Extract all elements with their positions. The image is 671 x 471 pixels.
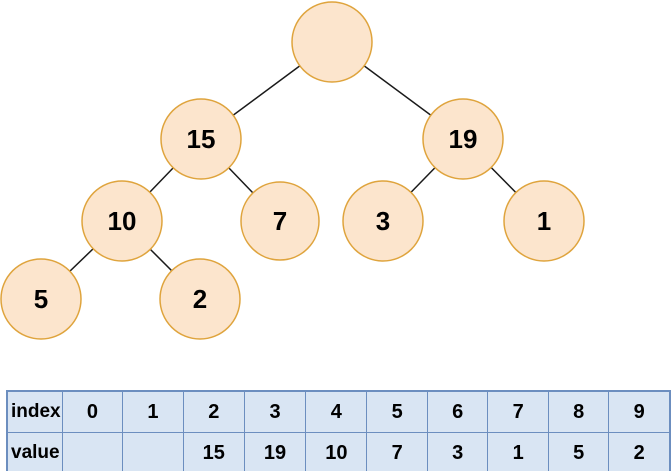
table-cell-value-0 xyxy=(61,432,124,471)
tree-node-7: 7 xyxy=(240,181,320,261)
tree-node-circle xyxy=(0,258,82,340)
tree-node-circle xyxy=(240,181,320,261)
tree-node-circle xyxy=(503,180,585,262)
table-cell-index-8: 8 xyxy=(547,390,610,433)
table-cell-value-8: 5 xyxy=(547,432,610,471)
tree-node-3: 3 xyxy=(342,180,424,262)
table-cell-value-9: 2 xyxy=(608,432,671,471)
table-cell-value-3: 19 xyxy=(243,432,307,471)
tree-node-label: 10 xyxy=(108,206,137,236)
tree-node-root-empty xyxy=(291,1,373,83)
tree-node-label: 15 xyxy=(187,124,216,154)
tree-node-label: 1 xyxy=(537,206,551,236)
table-cell-index-6: 6 xyxy=(426,390,489,433)
table-cell-value-2: 15 xyxy=(182,432,245,471)
row-header-value: value xyxy=(6,432,63,471)
table-cell-value-4: 10 xyxy=(305,432,368,471)
row-header-index: index xyxy=(6,390,63,433)
table-cell-index-1: 1 xyxy=(122,390,184,433)
table-cell-index-0: 0 xyxy=(61,390,124,433)
tree-node-circle xyxy=(81,180,163,262)
tree-node-5: 5 xyxy=(0,258,82,340)
tree-node-label: 5 xyxy=(34,284,48,314)
table-cell-value-1 xyxy=(122,432,184,471)
table-cell-index-5: 5 xyxy=(366,390,428,433)
tree-node-label: 7 xyxy=(273,206,287,236)
tree-node-circle xyxy=(291,1,373,83)
tree-node-circle xyxy=(159,258,241,340)
table-cell-index-7: 7 xyxy=(487,390,549,433)
tree-node-10: 10 xyxy=(81,180,163,262)
table-cell-index-4: 4 xyxy=(305,390,368,433)
tree-node-circle xyxy=(422,98,504,180)
tree-node-circle xyxy=(160,98,242,180)
table-cell-value-6: 3 xyxy=(426,432,489,471)
tree-node-1: 1 xyxy=(503,180,585,262)
tree-node-15: 15 xyxy=(160,98,242,180)
table-cell-index-9: 9 xyxy=(608,390,671,433)
table-cell-value-7: 1 xyxy=(487,432,549,471)
tree-node-2: 2 xyxy=(159,258,241,340)
tree-node-19: 19 xyxy=(422,98,504,180)
table-cell-index-3: 3 xyxy=(243,390,307,433)
table-cell-value-5: 7 xyxy=(366,432,428,471)
tree-node-label: 3 xyxy=(376,206,390,236)
tree-node-label: 19 xyxy=(449,124,478,154)
tree-node-label: 2 xyxy=(193,284,207,314)
tree-node-circle xyxy=(342,180,424,262)
table-cell-index-2: 2 xyxy=(182,390,245,433)
